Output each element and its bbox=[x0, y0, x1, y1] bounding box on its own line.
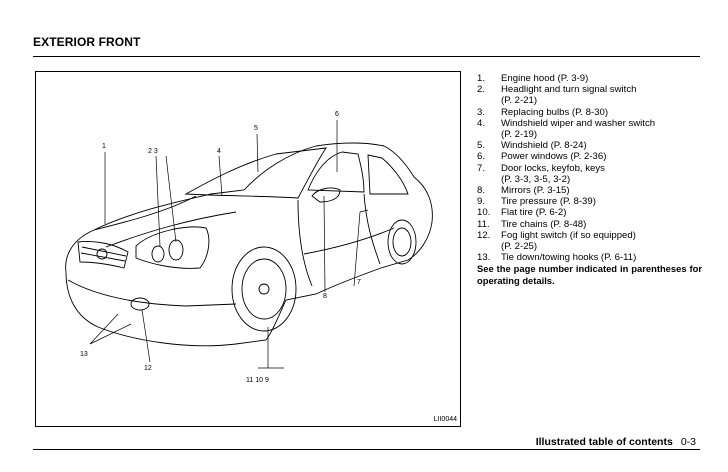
callout-7: 7 bbox=[357, 279, 361, 286]
list-item: 9.Tire pressure (P. 8-39) bbox=[477, 196, 596, 208]
legend-list: 1.Engine hood (P. 3-9) 2.Headlight and t… bbox=[477, 73, 702, 286]
list-item: 4.Windshield wiper and washer switch bbox=[477, 117, 656, 129]
side-window-rear bbox=[367, 154, 409, 195]
car-illustration-figure: 1 2 3 4 5 6 7 8 12 13 11 10 9 LII0044 bbox=[35, 71, 461, 427]
list-item: 6.Power windows (P. 2-36) bbox=[477, 151, 607, 163]
list-item: 1.Engine hood (P. 3-9) bbox=[477, 73, 589, 84]
side-trim bbox=[303, 227, 395, 255]
figure-code: LII0044 bbox=[433, 416, 457, 423]
front-wheel bbox=[231, 246, 297, 332]
section-title: EXTERIOR FRONT bbox=[33, 35, 141, 49]
windshield bbox=[184, 147, 327, 199]
list-item-cont: (P. 3-3, 3-5, 3-2) bbox=[501, 173, 571, 185]
list-item: 5.Windshield (P. 8-24) bbox=[477, 140, 587, 152]
callout-13: 13 bbox=[80, 351, 88, 358]
list-item: 12.Fog light switch (if so equipped) bbox=[477, 229, 636, 241]
chapter-title: Illustrated table of contents bbox=[535, 436, 673, 448]
page-footer: Illustrated table of contents 0-3 bbox=[536, 436, 696, 448]
reference-note: See the page number indicated in parenth… bbox=[477, 263, 702, 286]
list-item: 3.Replacing bulbs (P. 8-30) bbox=[477, 106, 609, 118]
door-line-rear bbox=[363, 193, 381, 265]
fog-light bbox=[130, 297, 150, 311]
callout-8: 8 bbox=[323, 293, 327, 300]
front-bumper bbox=[67, 279, 237, 307]
grille bbox=[77, 241, 129, 269]
rear-wheel bbox=[387, 219, 417, 265]
door-line bbox=[297, 199, 313, 287]
side-window-front bbox=[307, 151, 365, 193]
badge bbox=[96, 248, 108, 260]
hood-crease bbox=[105, 211, 237, 248]
mirror bbox=[311, 187, 341, 203]
callout-5: 5 bbox=[254, 125, 258, 132]
callout-4: 4 bbox=[217, 148, 221, 155]
callout-11-10-9: 11 10 9 bbox=[246, 377, 269, 384]
list-item: 13.Tie down/towing hooks (P. 6-11) bbox=[477, 252, 637, 264]
callout-12: 12 bbox=[144, 365, 152, 372]
hood-line bbox=[93, 195, 197, 231]
list-item: 8.Mirrors (P. 3-15) bbox=[477, 185, 570, 197]
list-item-cont: (P. 2-21) bbox=[501, 95, 538, 107]
callout-2-3: 2 3 bbox=[148, 148, 158, 155]
list-item: 11.Tire chains (P. 8-48) bbox=[477, 218, 587, 230]
callout-6: 6 bbox=[335, 111, 339, 118]
list-item-cont: (P. 2-19) bbox=[501, 129, 538, 141]
top-rule bbox=[33, 56, 700, 57]
car-body-outline bbox=[65, 142, 433, 347]
list-item: 7.Door locks, keyfob, keys bbox=[477, 162, 605, 174]
headlight bbox=[135, 226, 210, 269]
callout-1: 1 bbox=[102, 143, 106, 150]
list-item: 2.Headlight and turn signal switch bbox=[477, 84, 637, 96]
list-item: 10.Flat tire (P. 6-2) bbox=[477, 207, 567, 219]
car-illustration: 1 2 3 4 5 6 7 8 12 13 11 10 9 bbox=[65, 111, 433, 384]
page-number: 0-3 bbox=[680, 436, 696, 448]
list-item-cont: (P. 2-25) bbox=[501, 241, 538, 253]
bottom-rule bbox=[33, 449, 700, 450]
leader-lines bbox=[89, 120, 361, 369]
